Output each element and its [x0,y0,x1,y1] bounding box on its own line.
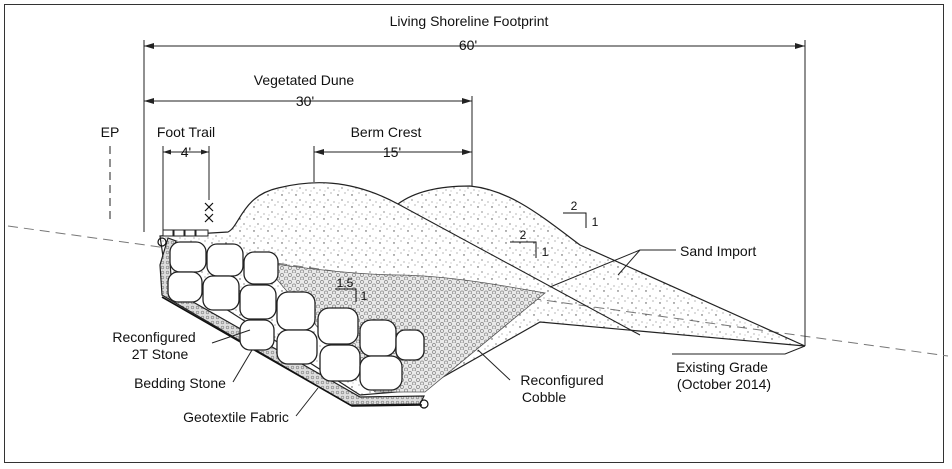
cobble-label-line1: Reconfigured [520,372,603,388]
stone-label-line1: Reconfigured [112,329,195,345]
existing-grade-date: (October 2014) [677,376,771,392]
cobble-fill [260,261,546,393]
reconfigured-stones [167,241,425,391]
stone-leader [211,329,251,344]
vegetation-marks [204,202,214,223]
slope-indicator-3 [335,288,357,302]
ep-label: EP [101,124,120,140]
existing-grade-label: Existing Grade [676,359,768,375]
slope-run-2: 2 [520,228,527,242]
foot-trail-label: Foot Trail [157,124,215,140]
fabric-end-top [157,237,167,247]
slope-run-3: 1.5 [337,276,354,290]
existing-grade-line [7,225,949,357]
dune-crest-line [397,203,641,336]
geotextile-fabric [161,296,423,407]
slope-rise-2: 1 [542,245,549,259]
footprint-title: Living Shoreline Footprint [390,13,549,29]
vegetated-dune-label: Vegetated Dune [254,72,355,88]
sand-import-label: Sand Import [680,243,756,259]
stone-label-line2: 2T Stone [132,346,189,362]
berm-dimension: 15' [383,144,401,160]
cobble-label-line2: Cobble [522,389,567,405]
geotextile-leader [295,387,319,417]
slope-indicator-1 [563,212,587,228]
berm-crest-label: Berm Crest [351,124,422,140]
slope-run-1: 2 [571,199,578,213]
slope-indicator-2 [510,241,537,258]
slope-rise-1: 1 [592,215,599,229]
footprint-dimension: 60' [459,37,477,53]
grade-leader [672,345,806,355]
bedding-stone-label: Bedding Stone [134,375,226,391]
dune-dimension: 30' [296,93,314,109]
fabric-end-bottom [419,399,429,409]
foot-trail-pavers [162,229,209,237]
slope-rise-3: 1 [361,289,368,303]
bedding-leader [232,349,253,383]
foot-trail-dimension: 4' [181,144,191,160]
geotextile-label: Geotextile Fabric [183,409,289,425]
cobble-leader [477,349,511,381]
